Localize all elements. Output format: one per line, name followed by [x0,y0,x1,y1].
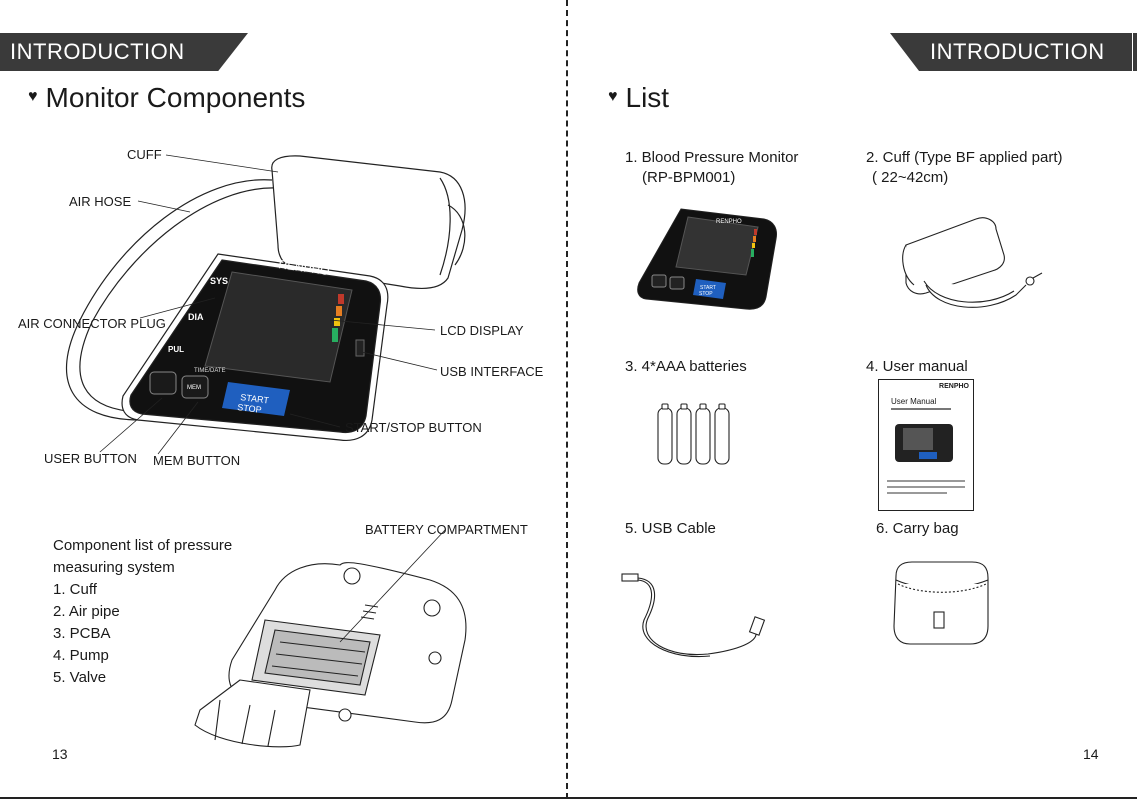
usb-cable-image [618,568,778,668]
list-item-usb-cable: 5. USB Cable [625,519,716,539]
list-item-monitor: 1. Blood Pressure Monitor (RP-BPM001) [625,148,798,188]
monitor-sys-text: SYS [210,276,228,286]
monitor-time-date-text: TIME/DATE [194,368,226,374]
monitor-mem-text: MEM [187,385,201,391]
list-item-cuff: 2. Cuff (Type BF applied part) ( 22~42cm… [866,148,1063,188]
right-page-heading: ♥ List [608,82,669,116]
callout-cuff: CUFF [127,147,162,162]
right-banner-text: INTRODUCTION [930,39,1105,64]
left-page-number: 13 [52,746,68,762]
battery-compartment-illustration [180,530,480,760]
carry-bag-image [888,556,998,648]
callout-lcd-display: LCD DISPLAY [440,323,524,338]
callout-air-connector-plug: AIR CONNECTOR PLUG [18,316,166,331]
list-item-manual: 4. User manual [866,357,968,377]
page-divider [566,0,568,799]
callout-usb-interface: USB INTERFACE [440,364,543,379]
monitor-dia-text: DIA [188,312,204,322]
manual-brand: RENPHO [939,383,969,390]
manual-title: User Manual [891,397,936,406]
user-manual-image: RENPHO User Manual [878,379,974,511]
monitor-illustration: RENPHO SYS DIA PUL TIME/DATE MEM START S… [0,0,566,480]
list-item-batteries: 3. 4*AAA batteries [625,357,747,377]
list-item-cuff-line2: ( 22~42cm) [866,168,1063,188]
callout-user-button: USER BUTTON [44,451,137,466]
right-heading-text: List [626,82,670,113]
small-monitor-image: RENPHO START STOP [636,205,786,315]
callout-mem-button: MEM BUTTON [153,453,240,468]
heart-icon: ♥ [608,81,618,113]
list-item-cuff-line1: 2. Cuff (Type BF applied part) [866,148,1063,168]
right-section-banner: INTRODUCTION [890,33,1132,71]
list-item-monitor-line1: 1. Blood Pressure Monitor [625,148,798,168]
list-item-monitor-line2: (RP-BPM001) [625,168,798,188]
small-cuff-image [896,215,1056,325]
small-monitor-stop: STOP [699,291,713,297]
monitor-pul-text: PUL [168,345,184,354]
callout-air-hose: AIR HOSE [69,194,131,209]
small-monitor-brand: RENPHO [716,219,742,225]
right-edge-bar [1133,33,1137,71]
list-item-carry-bag: 6. Carry bag [876,519,959,539]
right-page-number: 14 [1083,746,1099,762]
batteries-image [654,402,734,468]
callout-start-stop-button: START/STOP BUTTON [345,420,482,435]
